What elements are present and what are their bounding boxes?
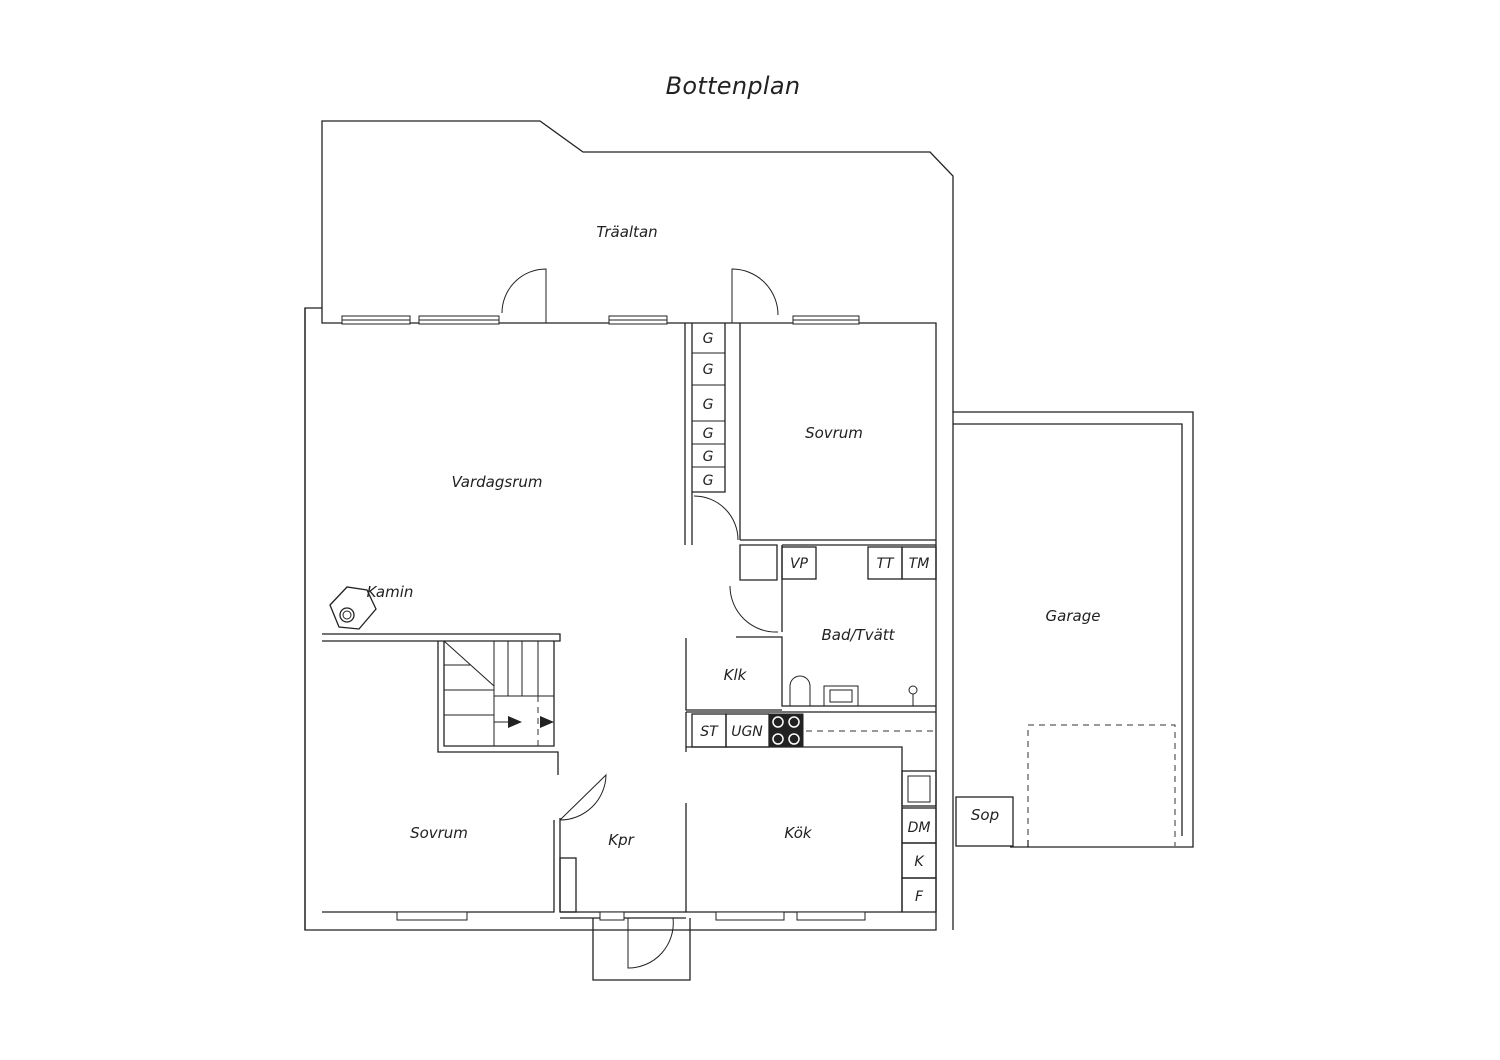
kamin-fireplace	[329, 586, 377, 630]
closet-label: G	[703, 331, 714, 347]
closet-label: G	[703, 449, 714, 465]
closet-label: G	[703, 397, 714, 413]
fixture-tt: TT	[876, 556, 895, 572]
label-kok: Kök	[784, 824, 812, 842]
garage-door-swing	[1027, 724, 1176, 846]
sop-bin	[955, 796, 1014, 847]
closet-label: G	[703, 473, 714, 489]
label-sop: Sop	[971, 806, 999, 824]
fixture-ugn: UGN	[731, 724, 763, 740]
fixture-tm: TM	[909, 556, 930, 572]
garage-walls	[953, 423, 1183, 847]
interior-walls	[322, 323, 937, 981]
label-traaltan: Träaltan	[596, 223, 657, 241]
bottom-windows	[396, 911, 866, 921]
label-bad-tvatt: Bad/Tvätt	[821, 626, 895, 644]
deck-outline	[321, 120, 954, 308]
label-sovrum-lower: Sovrum	[410, 824, 468, 842]
fixture-k: K	[914, 854, 925, 870]
fixture-f: F	[915, 889, 924, 905]
label-kpr: Kpr	[608, 831, 634, 849]
top-windows	[341, 315, 860, 325]
closet-label: G	[703, 362, 714, 378]
fixture-dm: DM	[908, 820, 931, 836]
label-garage: Garage	[1046, 607, 1101, 625]
fixture-vp: VP	[790, 556, 809, 572]
closet-label: G	[703, 426, 714, 442]
page-title: Bottenplan	[665, 72, 801, 100]
outer-walls	[304, 307, 1194, 931]
label-kamin: Kamin	[367, 583, 414, 601]
label-klk: Klk	[724, 666, 748, 684]
deck-doors	[501, 268, 779, 323]
label-sovrum-upper: Sovrum	[805, 424, 863, 442]
stove	[768, 713, 804, 748]
fixture-st: ST	[700, 724, 719, 740]
label-vardagsrum: Vardagsrum	[452, 473, 543, 491]
